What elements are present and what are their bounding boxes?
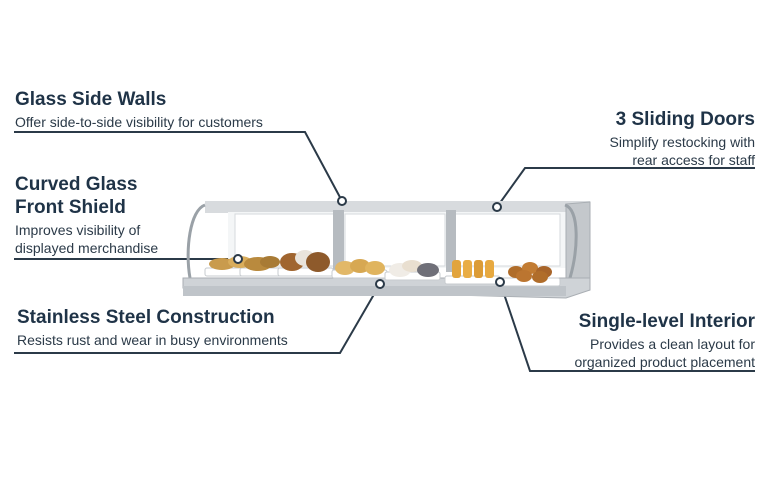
sliding-door-3 bbox=[454, 213, 561, 267]
callout-curved-glass: Curved Glass Front Shield Improves visib… bbox=[15, 173, 158, 257]
case-top-panel bbox=[205, 201, 590, 213]
callout-single-level: Single-level Interior Provides a clean l… bbox=[574, 310, 755, 371]
callout-title: Single-level Interior bbox=[578, 311, 755, 332]
callout-description: Offer side-to-side visibility for custom… bbox=[15, 114, 263, 130]
callout-description-line-1: Simplify restocking with bbox=[609, 134, 756, 150]
callout-title-line-2: Front Shield bbox=[15, 197, 126, 218]
callout-title: Glass Side Walls bbox=[15, 89, 167, 110]
anchor-dots bbox=[233, 196, 505, 289]
callout-description-line-1: Provides a clean layout for bbox=[590, 336, 755, 352]
callout-sliding-doors: 3 Sliding Doors Simplify restocking with… bbox=[610, 108, 756, 169]
callout-description: Resists rust and wear in busy environmen… bbox=[17, 332, 288, 348]
anchor-dot-curved-glass bbox=[233, 254, 243, 264]
callout-stainless-steel: Stainless Steel Construction Resists rus… bbox=[17, 306, 288, 349]
callout-description-line-1: Improves visibility of bbox=[15, 222, 141, 238]
tray-7 bbox=[501, 277, 561, 287]
callout-title: Stainless Steel Construction bbox=[17, 307, 275, 328]
anchor-dot-sliding-doors bbox=[492, 202, 502, 212]
anchor-dot-glass-side-walls bbox=[337, 196, 347, 206]
sliding-door-2 bbox=[344, 213, 446, 267]
callout-description-line-2: rear access for staff bbox=[632, 152, 755, 168]
callout-title-line-1: Curved Glass bbox=[15, 174, 138, 195]
leader-line-glass-side-walls bbox=[14, 131, 343, 202]
callout-title: 3 Sliding Doors bbox=[615, 109, 755, 130]
callout-glass-side-walls: Glass Side Walls Offer side-to-side visi… bbox=[15, 88, 263, 131]
leader-line-stainless-steel bbox=[14, 283, 381, 354]
curved-glass-left bbox=[186, 203, 206, 279]
callout-description-line-2: displayed merchandise bbox=[15, 240, 159, 256]
leader-line-single-level bbox=[499, 281, 755, 372]
case-post-2 bbox=[446, 210, 456, 272]
case-post-1 bbox=[333, 210, 344, 272]
anchor-dot-stainless-steel bbox=[375, 279, 385, 289]
leader-lines bbox=[14, 131, 755, 372]
anchor-dot-single-level bbox=[495, 277, 505, 287]
curved-glass-right bbox=[564, 203, 578, 279]
case-front-edge bbox=[183, 286, 566, 296]
leader-line-sliding-doors bbox=[496, 167, 755, 208]
pastries bbox=[209, 250, 552, 283]
callout-description-line-2: organized product placement bbox=[574, 354, 755, 370]
